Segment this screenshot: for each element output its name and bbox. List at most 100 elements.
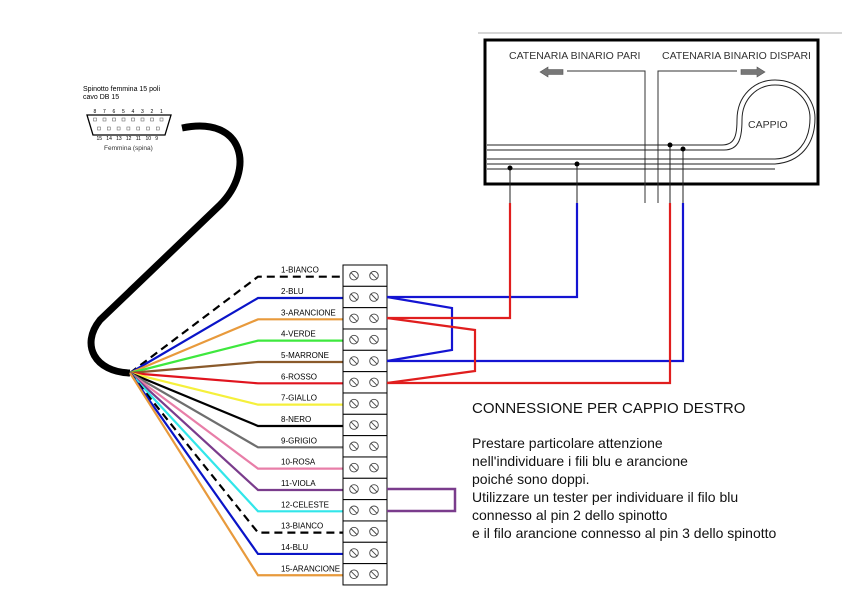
violet-jumper-pin11-pin12 bbox=[387, 487, 457, 513]
junction-dot-4 bbox=[680, 146, 686, 152]
red-wire-pin3-to-track bbox=[387, 203, 512, 320]
terminal-label: 6-ROSSO bbox=[281, 372, 317, 381]
connector-pin bbox=[112, 117, 116, 122]
terminal-label: 7-GIALLO bbox=[281, 394, 317, 403]
arrow-right-icon bbox=[740, 66, 766, 78]
connector-pin-number: 10 bbox=[146, 136, 152, 142]
output-wiring bbox=[386, 203, 685, 513]
connector-pin-number: 2 bbox=[151, 109, 154, 115]
junction-dot-1 bbox=[507, 165, 513, 171]
connection-notes: CONNESSIONE PER CAPPIO DESTRO Prestare p… bbox=[472, 400, 832, 542]
notes-line: e il filo arancione connesso al pin 3 de… bbox=[472, 525, 777, 541]
screw-icon bbox=[369, 505, 379, 516]
notes-line: Prestare particolare attenzione bbox=[472, 435, 663, 451]
screw-icon bbox=[349, 356, 359, 366]
screw-icon bbox=[369, 526, 379, 537]
screw-icon bbox=[349, 313, 359, 324]
screw-icon bbox=[369, 313, 379, 324]
screw-icon bbox=[349, 420, 359, 430]
connector-pin bbox=[97, 126, 101, 131]
screw-icon bbox=[349, 334, 359, 345]
screw-icon bbox=[349, 548, 359, 558]
screw-icon bbox=[349, 398, 359, 409]
connector-pin bbox=[156, 126, 160, 131]
connector-pin-number: 9 bbox=[155, 136, 158, 142]
notes-line: poiché sono doppi. bbox=[472, 471, 590, 487]
fan-wire-13 bbox=[129, 372, 343, 534]
screw-icon bbox=[349, 270, 359, 281]
screw-icon bbox=[369, 292, 379, 302]
screw-icon bbox=[349, 484, 359, 494]
track-layout-box: CATENARIA BINARIO PARI CATENARIA BINARIO… bbox=[483, 38, 820, 203]
connector-pin bbox=[136, 126, 140, 131]
screw-icon bbox=[369, 441, 379, 452]
blue-wire-pin2-to-track bbox=[387, 203, 579, 299]
screw-icon bbox=[349, 292, 359, 302]
connector-title-line2: cavo DB 15 bbox=[83, 94, 119, 101]
connector-pin bbox=[159, 117, 164, 122]
screw-icon bbox=[349, 526, 359, 537]
connector-pin bbox=[121, 117, 126, 122]
terminal-block bbox=[342, 264, 388, 586]
connector-pin-number: 11 bbox=[136, 136, 141, 142]
terminal-row bbox=[342, 499, 388, 522]
fan-wire-1 bbox=[129, 275, 343, 374]
screw-icon bbox=[349, 462, 359, 473]
terminal-label: 11-VIOLA bbox=[281, 479, 316, 488]
terminal-label: 15-ARANCIONE bbox=[281, 564, 340, 573]
terminal-label: 9-GRIGIO bbox=[281, 436, 317, 445]
connector-pin-number: 1 bbox=[160, 109, 163, 115]
connector-pin-number: 8 bbox=[94, 109, 97, 115]
terminal-row bbox=[342, 307, 388, 330]
terminal-row bbox=[342, 349, 388, 373]
notes-line: Utilizzare un tester per individuare il … bbox=[472, 489, 739, 505]
terminal-label: 12-CELESTE bbox=[281, 500, 329, 509]
screw-icon bbox=[369, 356, 379, 366]
junction-dot-2 bbox=[574, 161, 580, 167]
connector-pin bbox=[116, 126, 121, 131]
fan-wire-6 bbox=[129, 371, 343, 385]
connector-pin bbox=[93, 117, 97, 122]
terminal-row bbox=[342, 285, 388, 309]
red-wire-pin6-to-track bbox=[387, 203, 672, 385]
screw-icon bbox=[369, 377, 379, 388]
connector-title-line1: Spinotto femmina 15 poli bbox=[83, 86, 160, 93]
db15-cable bbox=[87, 122, 244, 377]
connector-pin bbox=[150, 117, 154, 122]
connector-pin bbox=[107, 126, 111, 131]
fan-wire-3 bbox=[129, 318, 343, 375]
terminal-row bbox=[342, 392, 388, 415]
connector-pin-number: 15 bbox=[97, 136, 103, 142]
connector-pin bbox=[146, 126, 150, 131]
screw-icon bbox=[369, 398, 379, 409]
screw-icon bbox=[369, 548, 379, 558]
fan-wire-9 bbox=[129, 372, 343, 449]
connector-pin-number: 5 bbox=[122, 109, 125, 115]
arrow-left-icon bbox=[539, 66, 564, 78]
fan-wire-5 bbox=[129, 360, 343, 375]
terminal-row bbox=[342, 456, 388, 479]
terminal-label: 8-NERO bbox=[281, 415, 311, 424]
screw-icon bbox=[349, 441, 359, 452]
screw-icon bbox=[369, 334, 379, 345]
catenary-odd-label: CATENARIA BINARIO DISPARI bbox=[662, 50, 811, 62]
junction-dot-3 bbox=[667, 142, 673, 148]
track-layout-frame bbox=[483, 38, 820, 186]
terminal-row bbox=[342, 541, 388, 565]
screw-icon bbox=[349, 505, 359, 516]
connector-pin-number: 6 bbox=[113, 109, 116, 115]
terminal-row bbox=[342, 435, 388, 458]
catenary-even-label: CATENARIA BINARIO PARI bbox=[509, 50, 640, 62]
connector-caption: Femmina (spina) bbox=[104, 145, 153, 152]
connector-pin-number: 12 bbox=[126, 136, 132, 142]
loop-track-inner bbox=[487, 84, 811, 160]
terminal-row bbox=[342, 371, 388, 394]
fan-wire-4 bbox=[129, 339, 343, 375]
red-wire-pin3-to-pin6 bbox=[386, 316, 477, 385]
fan-out-wires bbox=[129, 275, 343, 577]
terminal-label: 14-BLU bbox=[281, 543, 308, 552]
terminal-row bbox=[342, 477, 388, 501]
